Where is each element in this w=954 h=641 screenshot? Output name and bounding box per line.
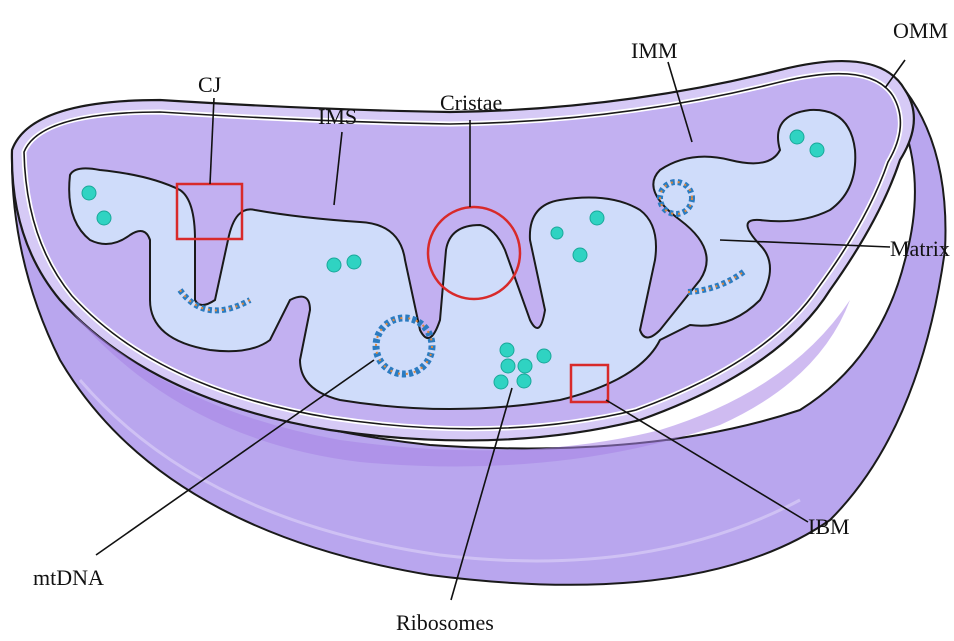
ribosome (97, 211, 111, 225)
ribosome (517, 374, 531, 388)
matrix-label: Matrix (890, 236, 950, 261)
ribosome (573, 248, 587, 262)
ims-label: IMS (318, 104, 357, 129)
imm-label: IMM (631, 38, 677, 63)
ribosome (537, 349, 551, 363)
ribosome (790, 130, 804, 144)
ribosome (82, 186, 96, 200)
ribosomes-label: Ribosomes (396, 610, 494, 635)
ribosome (347, 255, 361, 269)
cristae-label: Cristae (440, 90, 502, 115)
ribosome (590, 211, 604, 225)
cj-label: CJ (198, 72, 222, 97)
ribosome (327, 258, 341, 272)
ribosome (518, 359, 532, 373)
ribosome (500, 343, 514, 357)
ibm-label: IBM (808, 514, 850, 539)
omm-label: OMM (893, 18, 948, 43)
ribosome (810, 143, 824, 157)
mtdna-label: mtDNA (33, 565, 104, 590)
ribosome (494, 375, 508, 389)
ribosome (551, 227, 563, 239)
ribosome (501, 359, 515, 373)
